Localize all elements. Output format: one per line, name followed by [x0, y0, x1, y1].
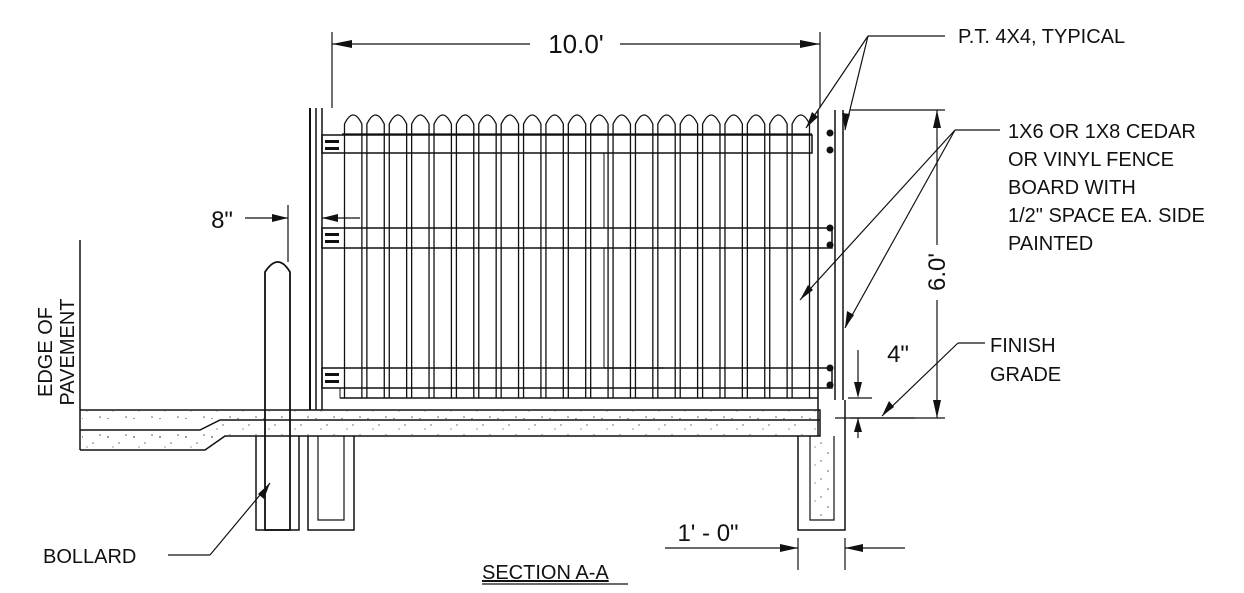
pavement-callout-line-1: EDGE OF [35, 307, 57, 397]
left-post [309, 108, 323, 410]
fence-picket [634, 114, 654, 398]
fence-picket [478, 114, 497, 398]
fence-picket [679, 114, 699, 398]
grade-callout-line-2: GRADE [990, 364, 1061, 386]
fence-picket [455, 114, 475, 398]
setback-dimension-label: 8" [211, 207, 233, 234]
bollard-callout: BOLLARD [43, 546, 136, 568]
section-title: SECTION A-A [482, 562, 609, 584]
fence-picket [791, 114, 811, 398]
fence-picket [701, 114, 721, 398]
fence-picket [657, 114, 676, 398]
bollard [255, 261, 300, 531]
fence-picket [366, 114, 385, 398]
fence-picket [388, 114, 408, 398]
fence-pickets [342, 114, 812, 398]
height-dimension [850, 109, 945, 419]
board-callout-line-4: 1/2" SPACE EA. SIDE [1008, 205, 1205, 227]
fence-picket [433, 114, 453, 398]
fence-picket [590, 114, 609, 398]
fence-picket [769, 114, 788, 398]
footing-dimension-label: 1' - 0" [677, 520, 738, 547]
board-callout-line-5: PAINTED [1008, 233, 1093, 255]
fence-picket [410, 114, 430, 398]
grade-leader [881, 342, 985, 417]
post-leader [805, 35, 945, 131]
setback-dimension [245, 205, 360, 262]
fence-picket [343, 114, 363, 398]
board-leader [799, 129, 1000, 329]
fence-picket [500, 114, 520, 398]
pavement-callout-line-2: PAVEMENT [57, 298, 79, 405]
footing-dimension [665, 538, 905, 570]
left-post-footing [307, 436, 355, 531]
board-callout-line-1: 1X6 OR 1X8 CEDAR [1008, 121, 1196, 143]
height-dimension-label: 6.0' [924, 253, 951, 291]
right-post-footing [797, 400, 846, 531]
fasteners [325, 129, 834, 389]
fence-picket [612, 114, 632, 398]
fence-picket [545, 114, 564, 398]
grade-callout-line-1: FINISH [990, 335, 1056, 357]
bollard-leader [168, 482, 271, 556]
board-callout-line-2: OR VINYL FENCE [1008, 149, 1174, 171]
fence-rails [321, 134, 833, 399]
pavement-slab [80, 409, 915, 451]
board-callout-line-3: BOARD WITH [1008, 177, 1136, 199]
fence-picket [522, 114, 542, 398]
fence-picket [724, 114, 744, 398]
post-callout: P.T. 4X4, TYPICAL [958, 26, 1125, 48]
clearance-dimension-label: 4" [887, 341, 909, 368]
right-post [817, 110, 844, 436]
fence-picket [567, 114, 587, 398]
clearance-dimension [848, 350, 872, 438]
width-dimension-label: 10.0' [548, 29, 604, 59]
fence-picket [746, 114, 766, 398]
width-dimension [331, 32, 821, 108]
